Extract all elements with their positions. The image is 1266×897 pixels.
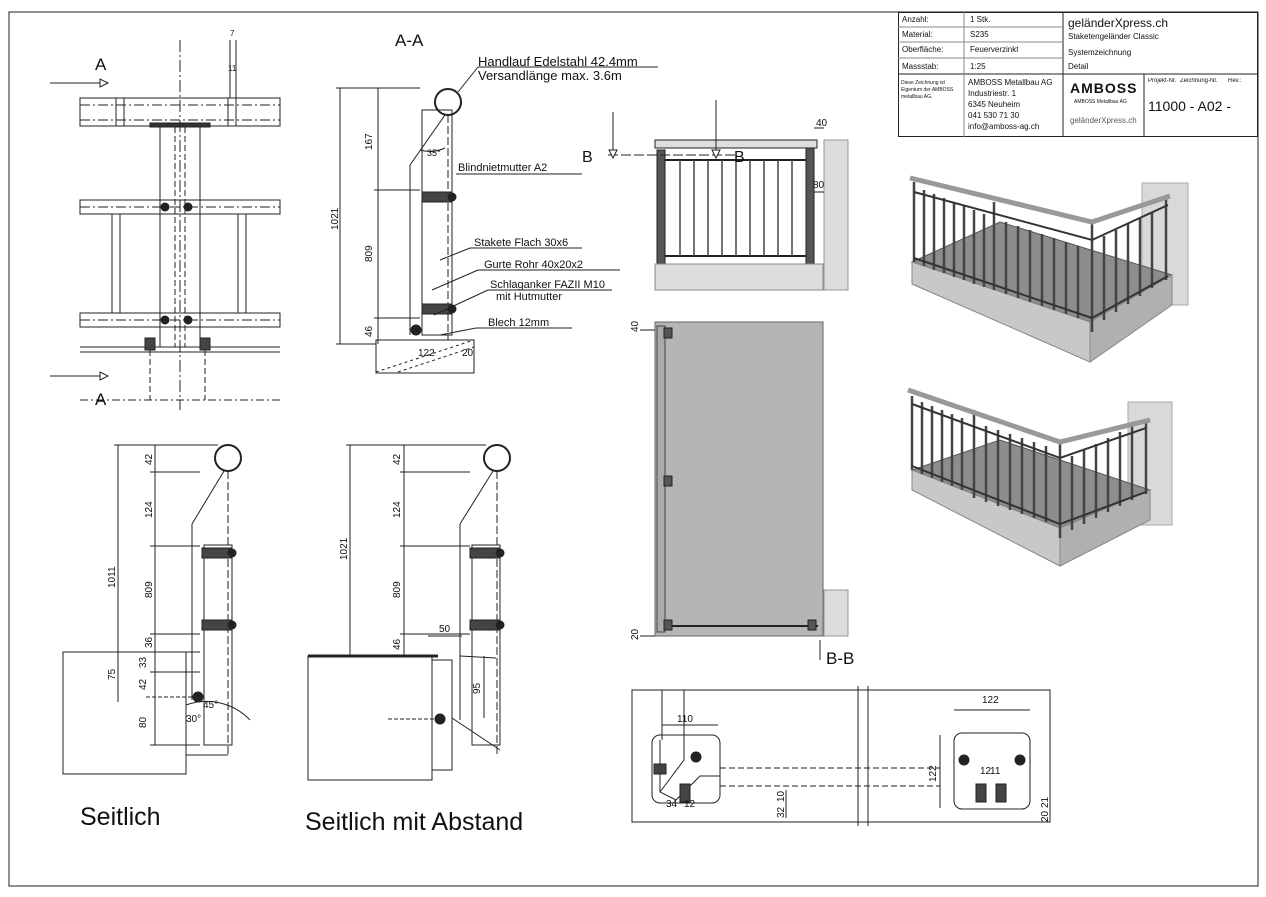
disclaimer: Diese Zeichnung ist Eigentum der AMBOSS … bbox=[901, 80, 954, 100]
dim-122-aa: 122 bbox=[418, 348, 435, 359]
company-phone: 041 530 71 30 bbox=[968, 111, 1020, 120]
anzahl-label: Anzahl: bbox=[902, 15, 929, 24]
company-street: Industriestr. 1 bbox=[968, 89, 1017, 98]
label-hutmutter: mit Hutmutter bbox=[496, 291, 562, 303]
seitlich-abstand-caption: Seitlich mit Abstand bbox=[305, 808, 523, 836]
company-name: AMBOSS Metallbau AG bbox=[968, 78, 1053, 87]
anzahl-value: 1 Stk. bbox=[970, 15, 991, 24]
dim-42b-seitlich: 42 bbox=[138, 678, 149, 690]
dim-12b: 12 bbox=[980, 766, 992, 777]
oberflaeche-label: Oberfläche: bbox=[902, 45, 944, 54]
dim-20-aa: 20 bbox=[462, 348, 474, 359]
render-3d-top bbox=[909, 175, 1189, 363]
seitlich-abstand-view bbox=[307, 444, 511, 781]
dim-40-elevation: 40 bbox=[816, 118, 828, 129]
dim-40-plan: 40 bbox=[630, 320, 641, 332]
dim-1011: 1011 bbox=[107, 566, 118, 588]
dim-11: 11 bbox=[228, 64, 237, 73]
section-bb-label: B-B bbox=[826, 649, 854, 668]
dim-809-seitlich: 809 bbox=[144, 581, 155, 598]
project-title: geländerXpress.ch bbox=[1068, 16, 1169, 30]
rev-label: Rev.: bbox=[1228, 78, 1242, 84]
dim-7: 7 bbox=[230, 29, 235, 38]
amboss-logo: AMBOSS bbox=[1070, 80, 1138, 96]
label-blech: Blech 12mm bbox=[488, 317, 549, 329]
material-value: S235 bbox=[970, 30, 989, 39]
dim-46-aa: 46 bbox=[364, 325, 375, 337]
dim-10: 10 bbox=[776, 790, 787, 802]
sheet-border bbox=[8, 11, 1259, 887]
dim-122-top: 122 bbox=[982, 695, 999, 706]
company-city: 6345 Neuheim bbox=[968, 100, 1021, 109]
massstab-value: 1:25 bbox=[970, 62, 986, 71]
title-block-grid bbox=[898, 12, 1258, 137]
elevation-bb-view bbox=[608, 100, 849, 291]
gelaenderxpress-logo: geländerXpress.ch bbox=[1070, 116, 1137, 125]
dim-75-seitlich: 75 bbox=[107, 668, 118, 680]
render-3d-bottom bbox=[907, 387, 1173, 567]
company-email: info@amboss-ag.ch bbox=[968, 122, 1040, 131]
section-mark-b-right: B bbox=[734, 149, 745, 166]
dim-122-side: 122 bbox=[928, 765, 939, 782]
dim-46-abstand: 46 bbox=[392, 638, 403, 650]
label-versand: Versandlänge max. 3.6m bbox=[478, 68, 622, 83]
section-mark-a-bottom: A bbox=[95, 390, 107, 409]
title-block: Anzahl: 1 Stk. Material: S235 Oberfläche… bbox=[898, 12, 1258, 137]
dim-42-seitlich: 42 bbox=[144, 453, 155, 465]
dim-95-abstand: 95 bbox=[472, 682, 483, 694]
oberflaeche-value: Feuerverzinkt bbox=[970, 45, 1019, 54]
angle-35-aa: 35° bbox=[427, 148, 441, 158]
zeichnung-nr-label: Zeichnung-Nr. bbox=[1180, 78, 1218, 84]
dim-167-aa: 167 bbox=[364, 133, 375, 150]
drawing-number: 11000 - A02 - bbox=[1148, 98, 1232, 114]
label-blindniet: Blindnietmutter A2 bbox=[458, 162, 547, 174]
plan-view bbox=[640, 321, 849, 660]
dim-42-abstand: 42 bbox=[392, 453, 403, 465]
dim-809-abstand: 809 bbox=[392, 581, 403, 598]
label-stakete: Stakete Flach 30x6 bbox=[474, 237, 568, 249]
dim-110: 110 bbox=[677, 714, 693, 725]
dim-20-plan: 20 bbox=[630, 628, 641, 640]
dim-1021-abstand: 1021 bbox=[339, 537, 350, 560]
dim-20-detail: 20 bbox=[1040, 810, 1051, 822]
projekt-nr-label: Projekt-Nr. bbox=[1148, 78, 1177, 84]
seitlich-caption: Seitlich bbox=[80, 803, 161, 831]
dim-32: 32 bbox=[776, 806, 787, 818]
label-handlauf: Handlauf Edelstahl 42.4mm bbox=[478, 54, 638, 69]
front-view bbox=[50, 40, 281, 410]
angle-45: 45° bbox=[203, 700, 218, 711]
section-mark-b-left: B bbox=[582, 149, 593, 166]
material-label: Material: bbox=[902, 30, 933, 39]
dim-12-detail: 12 bbox=[684, 799, 696, 810]
dim-34: 34 bbox=[666, 799, 678, 810]
project-sub3: Detail bbox=[1068, 62, 1089, 71]
section-mark-a-top: A bbox=[95, 55, 107, 74]
dim-80-elevation: 80 bbox=[813, 180, 825, 191]
seitlich-view bbox=[62, 444, 251, 775]
dim-809-aa: 809 bbox=[364, 245, 375, 262]
dim-33-seitlich: 33 bbox=[138, 656, 149, 668]
project-sub1: Staketengeländer Classic bbox=[1068, 32, 1159, 41]
detail-bb-view bbox=[631, 686, 1051, 826]
section-aa-view bbox=[336, 66, 658, 374]
label-schlaganker: Schlaganker FAZII M10 bbox=[490, 279, 605, 291]
dim-50-abstand: 50 bbox=[439, 624, 451, 635]
dim-1021-aa: 1021 bbox=[330, 207, 341, 230]
dim-80-seitlich: 80 bbox=[138, 716, 149, 728]
dim-36-seitlich: 36 bbox=[144, 636, 155, 648]
project-sub2: Systemzeichnung bbox=[1068, 48, 1132, 57]
angle-30: 30° bbox=[186, 714, 201, 725]
amboss-logo-sub: AMBOSS Metallbau AG bbox=[1074, 99, 1127, 105]
dim-124-abstand: 124 bbox=[392, 501, 403, 518]
dim-124-seitlich: 124 bbox=[144, 501, 155, 518]
label-gurte: Gurte Rohr 40x20x2 bbox=[484, 259, 583, 271]
dim-11-detail: 11 bbox=[990, 766, 1001, 777]
dim-21-detail: 21 bbox=[1040, 796, 1051, 808]
section-aa-title: A-A bbox=[395, 31, 424, 50]
massstab-label: Massstab: bbox=[902, 62, 939, 71]
